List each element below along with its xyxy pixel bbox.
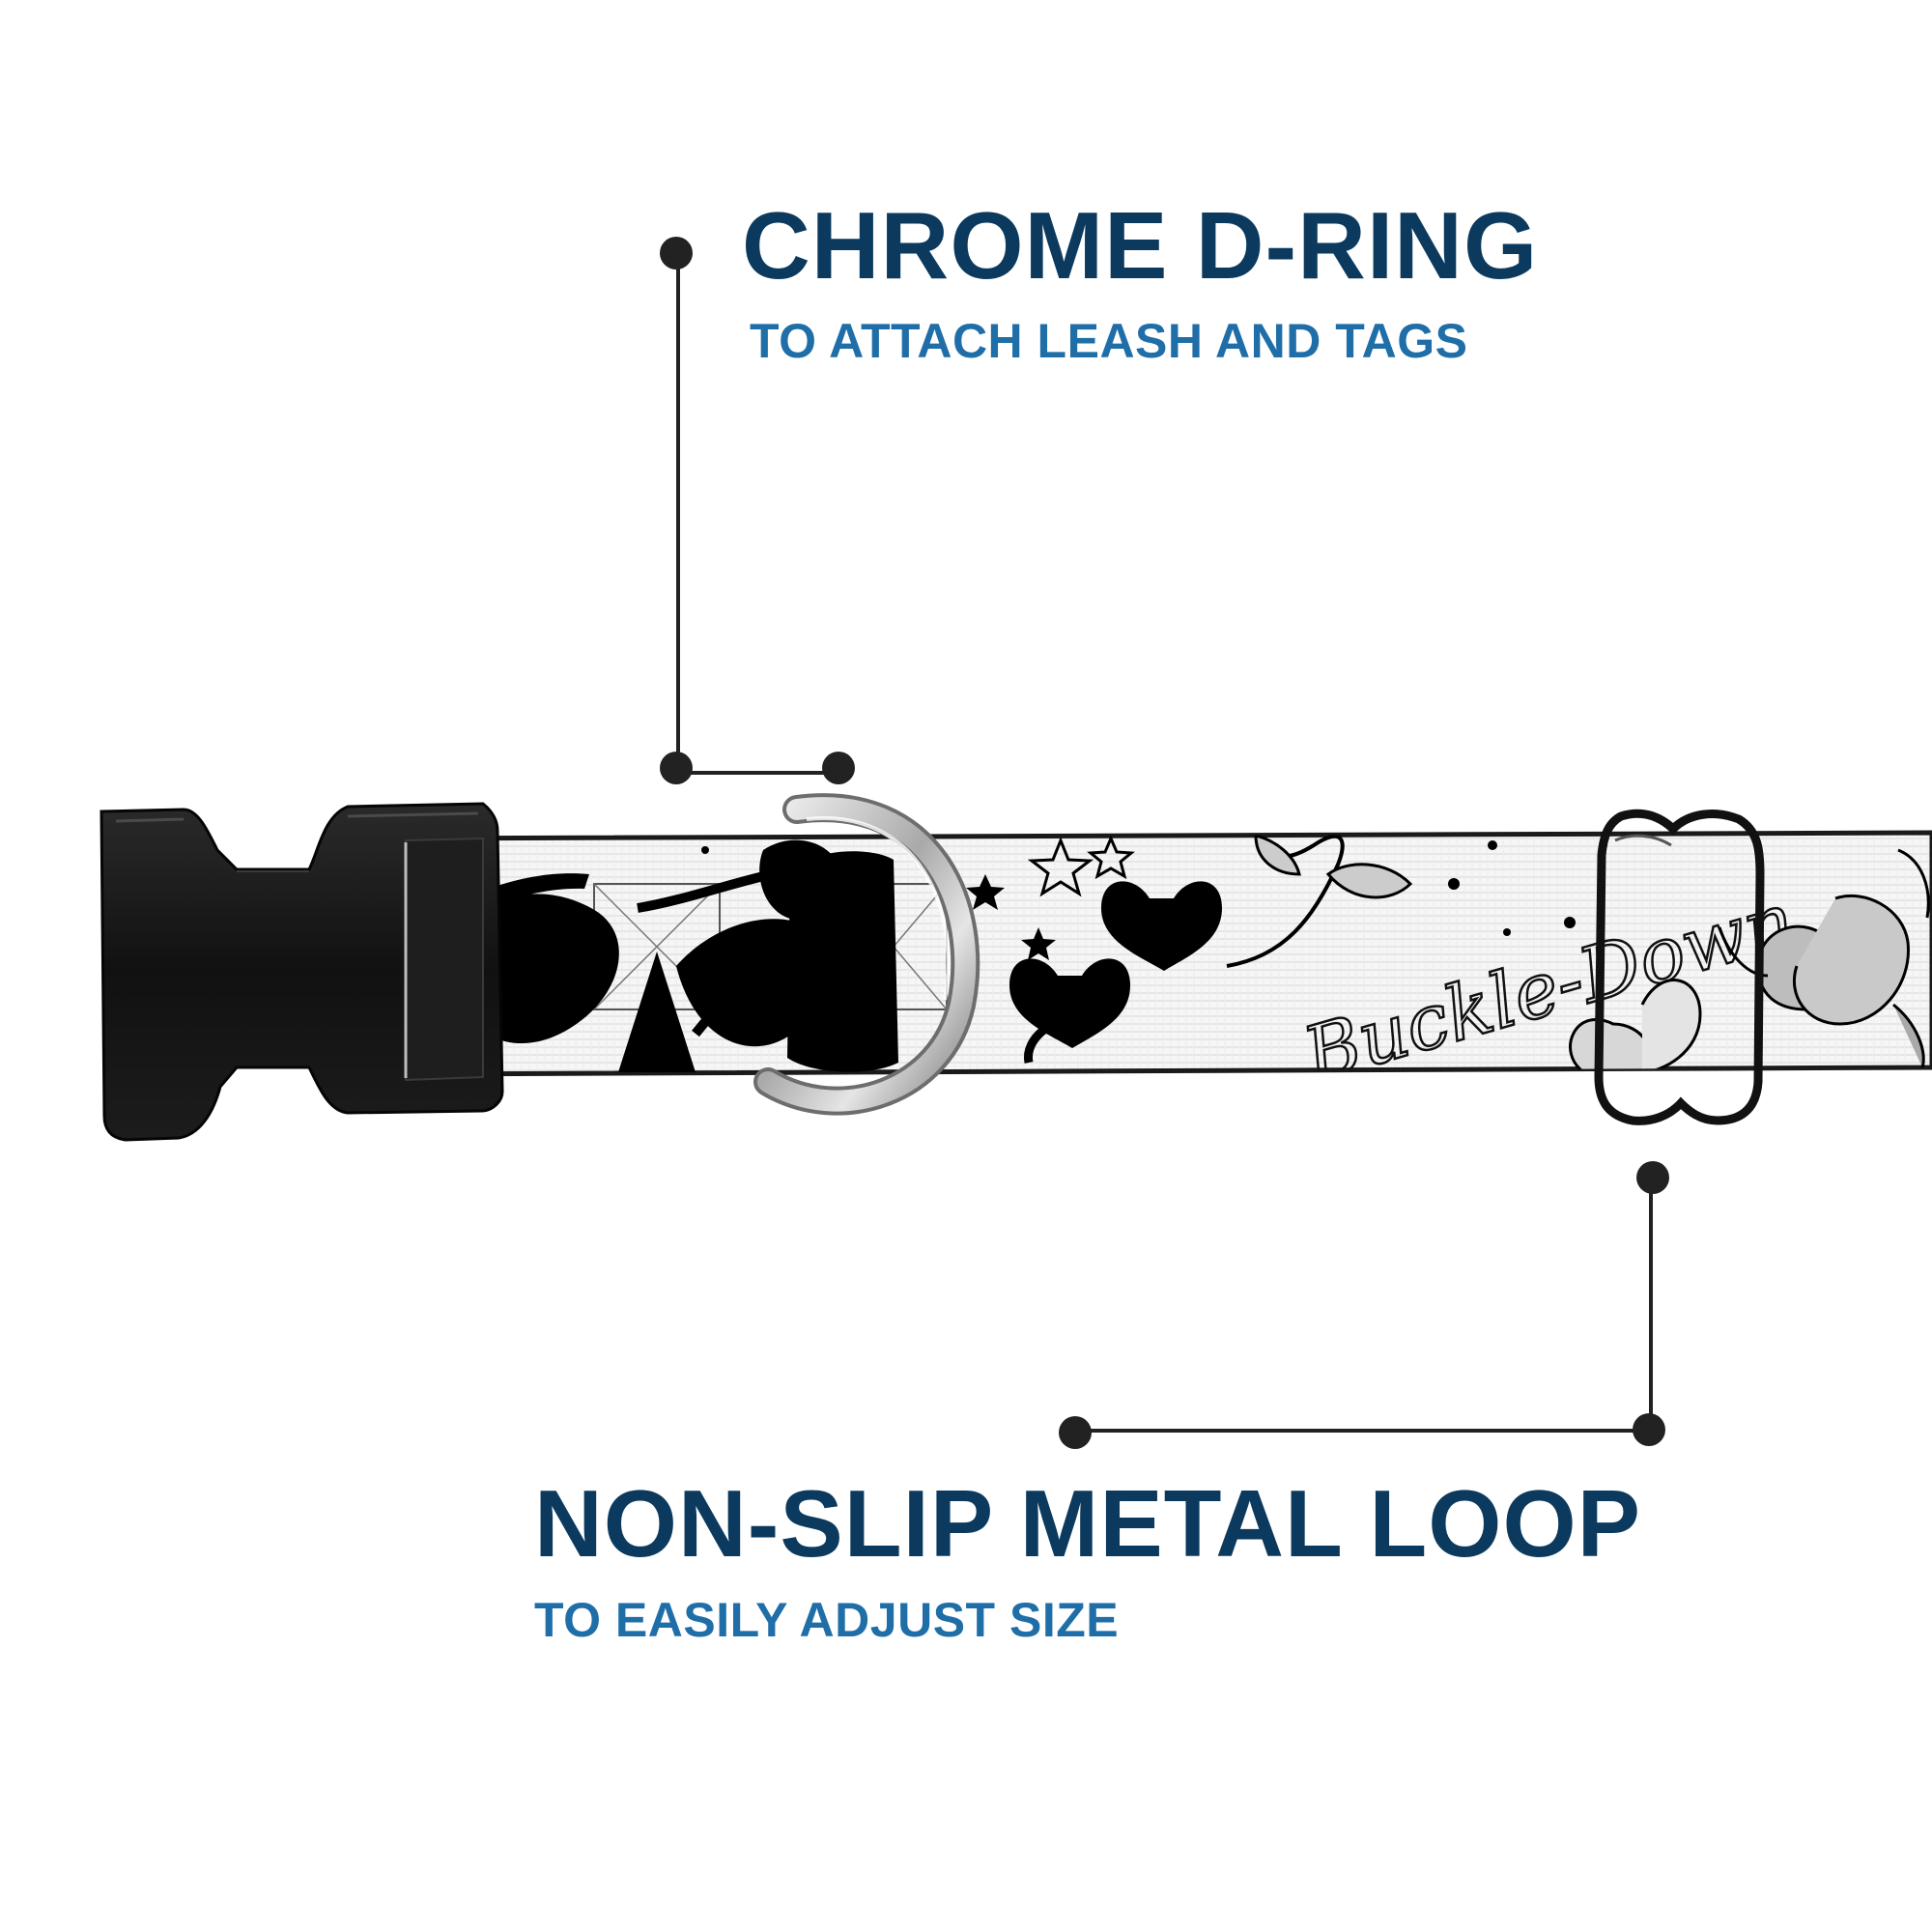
tri-glide-loop-icon: [1594, 809, 1765, 1125]
d-ring-callout: [660, 237, 855, 784]
loop-feature-title: NON-SLIP METAL LOOP: [534, 1470, 1642, 1577]
d-ring-icon: [753, 793, 980, 1116]
d-ring-feature-title: CHROME D-RING: [742, 192, 1539, 298]
side-release-buckle-icon: [99, 802, 504, 1142]
loop-callout: [1059, 1161, 1669, 1449]
loop-feature-subtitle: TO EASILY ADJUST SIZE: [534, 1593, 1120, 1647]
collar-strap: Buckle-Down: [403, 830, 1932, 1077]
d-ring-feature-subtitle: TO ATTACH LEASH AND TAGS: [750, 314, 1468, 368]
